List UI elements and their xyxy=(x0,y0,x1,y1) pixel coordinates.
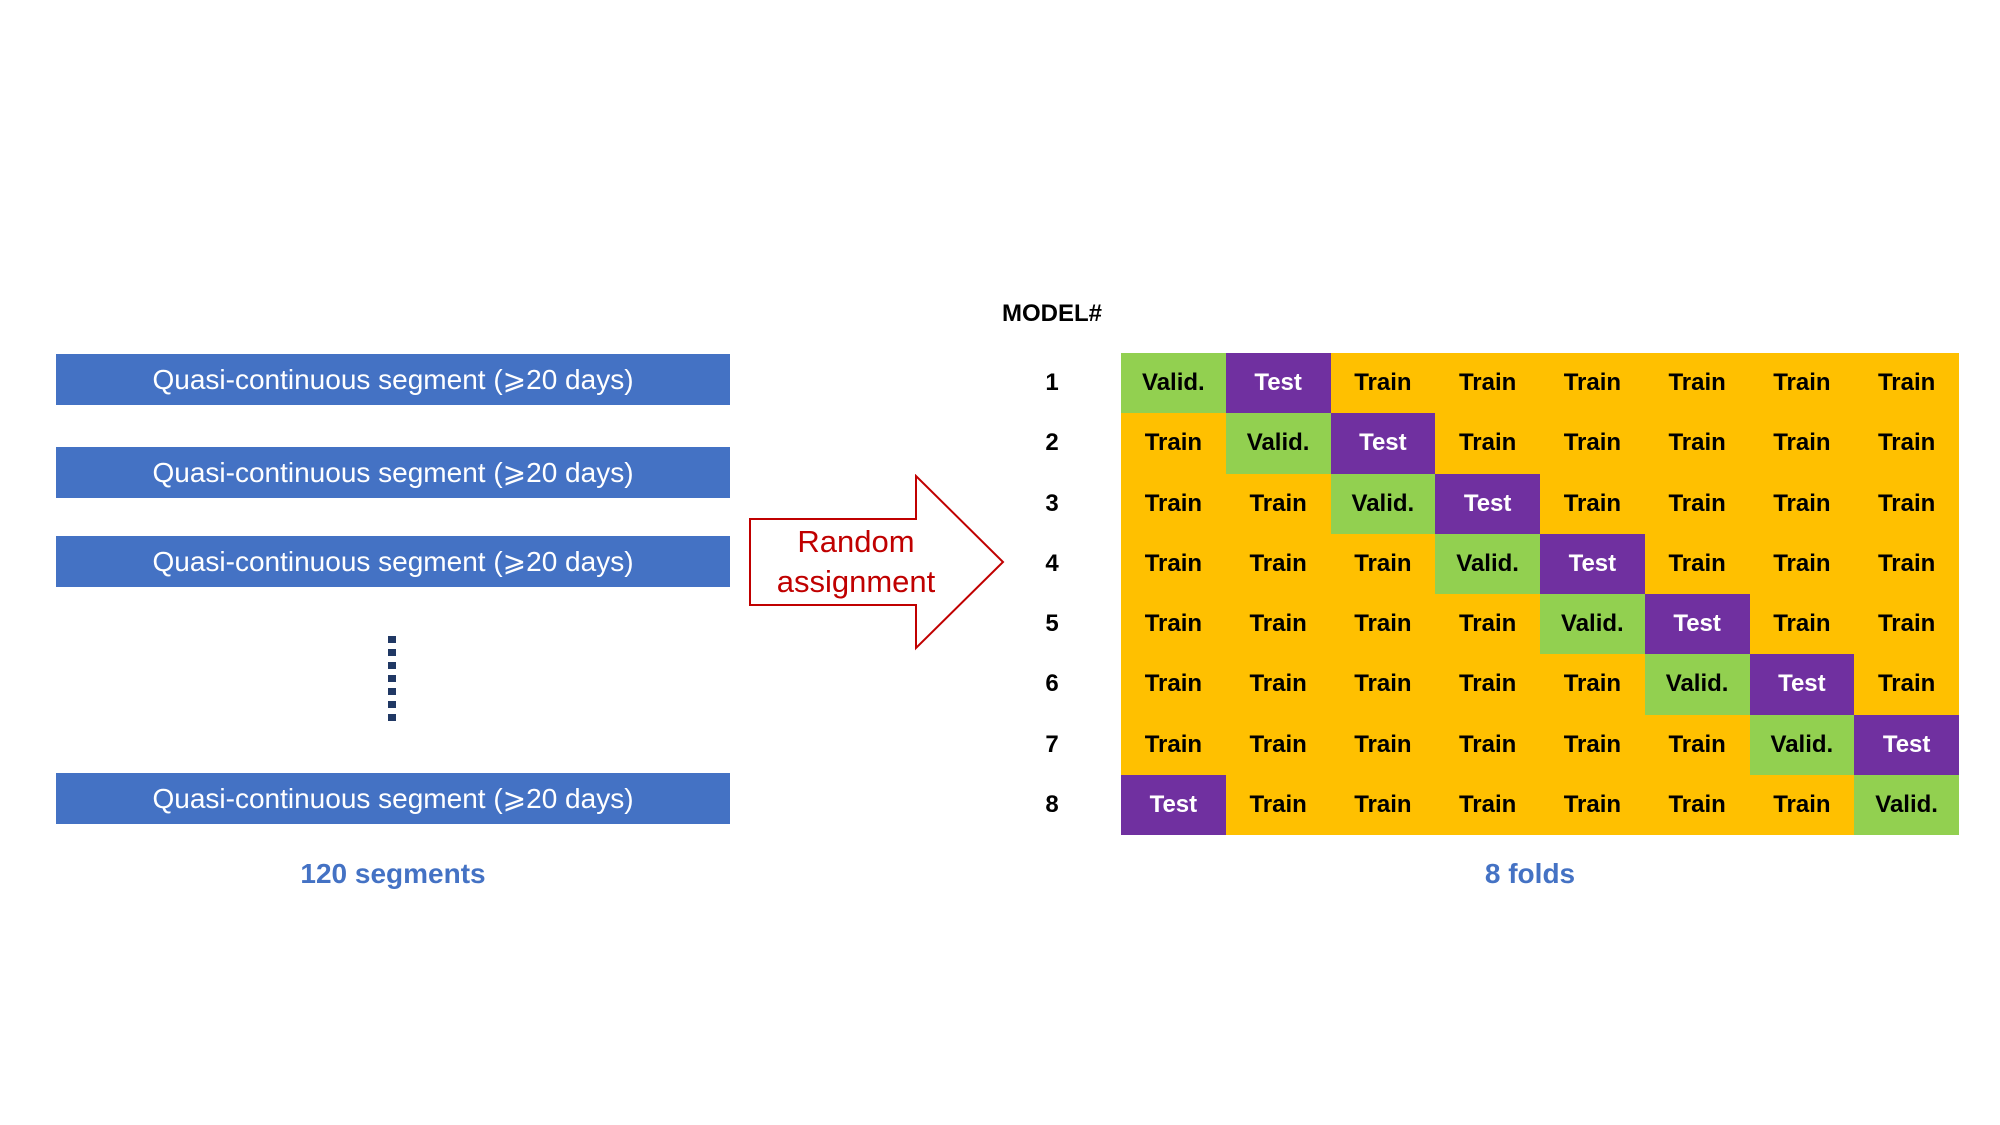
fold-cell-train: Train xyxy=(1225,714,1331,775)
right-arrow-icon xyxy=(749,474,1005,651)
fold-cell-test: Test xyxy=(1540,533,1645,594)
fold-cell-train: Train xyxy=(1540,774,1645,835)
fold-cell-train: Train xyxy=(1854,654,1959,715)
fold-cell-train: Train xyxy=(1854,473,1959,534)
fold-cell-valid: Valid. xyxy=(1644,654,1750,715)
fold-cell-train: Train xyxy=(1749,413,1855,474)
fold-cell-train: Train xyxy=(1540,473,1645,534)
fold-cell-train: Train xyxy=(1749,473,1855,534)
fold-cell-train: Train xyxy=(1435,413,1540,474)
fold-cell-train: Train xyxy=(1330,353,1436,414)
fold-cell-train: Train xyxy=(1540,353,1645,414)
arrow-label-line2: assignment xyxy=(776,564,936,599)
folds-caption: 8 folds xyxy=(1484,858,1576,889)
fold-cell-train: Train xyxy=(1749,533,1855,594)
arrow-label-line1: Random xyxy=(797,524,915,559)
model-number: 3 xyxy=(1045,489,1059,517)
fold-cell-train: Train xyxy=(1540,654,1645,715)
model-number: 7 xyxy=(1045,730,1059,758)
fold-cell-train: Train xyxy=(1121,654,1226,715)
segment-bar-last: Quasi-continuous segment (⩾20 days) xyxy=(56,773,730,824)
fold-cell-train: Train xyxy=(1330,594,1436,655)
fold-cell-train: Train xyxy=(1121,473,1226,534)
fold-cell-train: Train xyxy=(1225,774,1331,835)
fold-cell-train: Train xyxy=(1854,533,1959,594)
fold-cell-train: Train xyxy=(1435,774,1540,835)
fold-cell-train: Train xyxy=(1330,654,1436,715)
fold-cell-train: Train xyxy=(1225,533,1331,594)
model-number: 8 xyxy=(1045,790,1059,818)
fold-cell-train: Train xyxy=(1435,594,1540,655)
fold-cell-test: Test xyxy=(1225,353,1331,414)
fold-cell-valid: Valid. xyxy=(1435,533,1540,594)
model-column-header: MODEL# xyxy=(1001,300,1103,327)
fold-cell-valid: Valid. xyxy=(1121,353,1226,414)
fold-cell-train: Train xyxy=(1435,654,1540,715)
fold-cell-train: Train xyxy=(1749,774,1855,835)
fold-cell-train: Train xyxy=(1854,413,1959,474)
fold-cell-test: Test xyxy=(1330,413,1436,474)
fold-cell-train: Train xyxy=(1225,654,1331,715)
model-number: 2 xyxy=(1045,429,1059,457)
fold-cell-train: Train xyxy=(1644,413,1750,474)
fold-cell-train: Train xyxy=(1435,714,1540,775)
random-assignment-arrow: Random assignment xyxy=(748,474,1008,652)
fold-cell-train: Train xyxy=(1225,473,1331,534)
fold-cell-train: Train xyxy=(1330,774,1436,835)
fold-cell-train: Train xyxy=(1540,714,1645,775)
fold-cell-train: Train xyxy=(1644,533,1750,594)
fold-cell-valid: Valid. xyxy=(1540,594,1645,655)
fold-cell-train: Train xyxy=(1121,413,1226,474)
fold-cell-train: Train xyxy=(1435,353,1540,414)
segments-caption: 120 segments xyxy=(300,858,486,889)
fold-cell-valid: Valid. xyxy=(1225,413,1331,474)
fold-cell-valid: Valid. xyxy=(1330,473,1436,534)
fold-cell-train: Train xyxy=(1749,594,1855,655)
fold-cell-train: Train xyxy=(1749,353,1855,414)
segment-bar-2: Quasi-continuous segment (⩾20 days) xyxy=(56,447,730,498)
fold-cell-train: Train xyxy=(1225,594,1331,655)
fold-cell-train: Train xyxy=(1330,714,1436,775)
fold-cell-valid: Valid. xyxy=(1854,774,1959,835)
model-number: 4 xyxy=(1045,549,1059,577)
fold-cell-train: Train xyxy=(1121,533,1226,594)
fold-cell-train: Train xyxy=(1330,533,1436,594)
fold-cell-test: Test xyxy=(1435,473,1540,534)
fold-cell-train: Train xyxy=(1121,594,1226,655)
fold-cell-train: Train xyxy=(1121,714,1226,775)
model-number: 5 xyxy=(1045,610,1059,637)
arrow-label: Random assignment xyxy=(766,522,946,602)
fold-cell-train: Train xyxy=(1540,413,1645,474)
segment-bar-1: Quasi-continuous segment (⩾20 days) xyxy=(56,354,730,405)
fold-cell-train: Train xyxy=(1644,774,1750,835)
fold-cell-train: Train xyxy=(1854,594,1959,655)
fold-cell-test: Test xyxy=(1121,774,1226,835)
fold-cell-train: Train xyxy=(1854,353,1959,414)
model-number: 6 xyxy=(1045,670,1059,698)
fold-cell-train: Train xyxy=(1644,714,1750,775)
vertical-ellipsis xyxy=(388,636,396,726)
model-number: 1 xyxy=(1045,369,1059,396)
fold-cell-train: Train xyxy=(1644,353,1750,414)
fold-cell-test: Test xyxy=(1854,714,1959,775)
segment-bar-3: Quasi-continuous segment (⩾20 days) xyxy=(56,536,730,587)
fold-cell-test: Test xyxy=(1749,654,1855,715)
fold-cell-test: Test xyxy=(1644,594,1750,655)
fold-cell-valid: Valid. xyxy=(1749,714,1855,775)
fold-cell-train: Train xyxy=(1644,473,1750,534)
